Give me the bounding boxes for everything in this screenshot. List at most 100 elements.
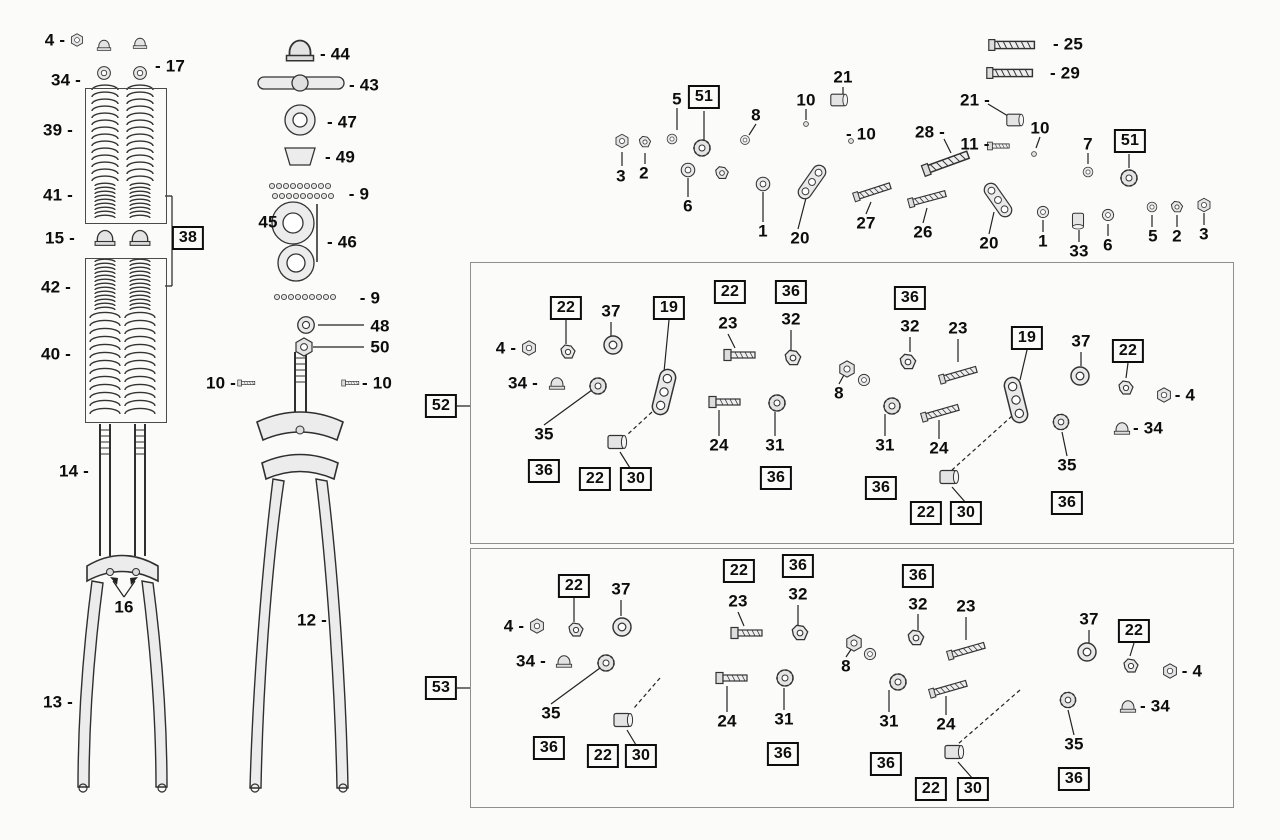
- spring-box-lower: [85, 258, 167, 423]
- part-label-36: 36: [759, 466, 793, 490]
- part-label-51: 51: [1113, 129, 1147, 153]
- part-label-37: 37: [1079, 609, 1099, 629]
- part-label-24: 24: [717, 711, 737, 731]
- bolt-part-icon: [341, 379, 360, 387]
- part-label-10: 10: [1030, 118, 1050, 138]
- part-label-33: 33: [1069, 241, 1089, 261]
- part-label-40: 40 -: [40, 344, 72, 364]
- part-label-30: 30: [624, 744, 658, 768]
- part-label-10: - 10: [361, 373, 393, 393]
- part-label-28: 28 -: [914, 122, 946, 142]
- part-label-36: 36: [532, 736, 566, 760]
- part-label-6: 6: [1103, 235, 1113, 255]
- part-label-50: 50: [370, 337, 390, 357]
- part-label-4: 4 -: [495, 338, 517, 358]
- part-label-8: 8: [841, 656, 851, 676]
- part-label-12: 12 -: [296, 610, 328, 630]
- part-label-21: 21: [833, 67, 853, 87]
- panel-53: [470, 548, 1234, 808]
- part-label-46: - 46: [326, 232, 358, 252]
- part-label-23: 23: [956, 596, 976, 616]
- washer-part-icon: [755, 176, 771, 192]
- part-label-19: 19: [652, 296, 686, 320]
- stud-part-icon: [852, 180, 893, 203]
- part-label-1: 1: [1038, 231, 1048, 251]
- part-label-2: 2: [639, 163, 649, 183]
- spring-box-upper: [85, 88, 167, 224]
- nut-part-icon: [70, 33, 84, 47]
- part-label-30: 30: [956, 777, 990, 801]
- part-label-30: 30: [949, 501, 983, 525]
- part-label-22: 22: [722, 559, 756, 583]
- part-label-42: 42 -: [40, 277, 72, 297]
- ballrow-part-icon: [268, 182, 332, 190]
- part-label-39: 39 -: [42, 120, 74, 140]
- part-label-32: 32: [900, 316, 920, 336]
- part-label-35: 35: [1064, 734, 1084, 754]
- part-label-49: - 49: [324, 147, 356, 167]
- nut-part-icon: [295, 337, 313, 357]
- part-label-21: 21 -: [959, 90, 991, 110]
- part-label-20: 20: [979, 233, 999, 253]
- part-label-36: 36: [1050, 491, 1084, 515]
- nut-part-icon: [1197, 197, 1211, 213]
- link-part-icon: [795, 162, 829, 202]
- part-label-34: 34 -: [50, 70, 82, 90]
- clip-part-icon: [1170, 200, 1184, 213]
- part-label-37: 37: [1071, 331, 1091, 351]
- part-label-4: - 4: [1181, 661, 1203, 681]
- part-label-31: 31: [879, 711, 899, 731]
- sleeve-part-icon: [1071, 212, 1085, 230]
- part-label-10: 10: [796, 90, 816, 110]
- part-label-8: 8: [834, 383, 844, 403]
- part-label-22: 22: [586, 744, 620, 768]
- bolt-part-icon: [237, 379, 256, 387]
- part-label-31: 31: [774, 709, 794, 729]
- part-label-35: 35: [1057, 455, 1077, 475]
- part-label-24: 24: [936, 714, 956, 734]
- part-label-44: - 44: [319, 44, 351, 64]
- part-label-25: - 25: [1052, 34, 1084, 54]
- part-label-35: 35: [541, 703, 561, 723]
- part-label-22: 22: [713, 280, 747, 304]
- part-label-41: 41 -: [42, 185, 74, 205]
- part-label-14: 14 -: [58, 461, 90, 481]
- part-label-22: 22: [914, 777, 948, 801]
- part-label-11: 11 -: [960, 134, 990, 154]
- part-label-37: 37: [611, 579, 631, 599]
- part-label-35: 35: [534, 424, 554, 444]
- washer-part-icon: [1082, 166, 1094, 178]
- bolt-part-icon: [987, 141, 1010, 151]
- nut-part-icon: [615, 133, 629, 149]
- part-label-22: 22: [549, 296, 583, 320]
- acorn-part-icon: [132, 37, 148, 49]
- knob-part-icon: [693, 139, 711, 157]
- part-label-32: 32: [781, 309, 801, 329]
- part-label-4: - 4: [1174, 385, 1196, 405]
- center-fork-artwork: [249, 352, 349, 793]
- part-label-5: 5: [1148, 226, 1158, 246]
- knob-part-icon: [1120, 169, 1138, 187]
- washer-part-icon: [666, 133, 678, 145]
- washer-part-icon: [297, 316, 315, 334]
- part-label-24: 24: [929, 438, 949, 458]
- stud-part-icon: [986, 66, 1034, 80]
- part-label-17: - 17: [154, 56, 186, 76]
- part-label-36: 36: [774, 280, 808, 304]
- part-label-1: 1: [758, 221, 768, 241]
- washer-part-icon: [740, 135, 750, 145]
- part-label-27: 27: [856, 213, 876, 233]
- clip-part-icon: [715, 166, 729, 179]
- part-label-13: 13 -: [42, 692, 74, 712]
- part-label-36: 36: [869, 752, 903, 776]
- clip-part-icon: [638, 135, 652, 148]
- part-label-8: 8: [751, 105, 761, 125]
- stud-part-icon: [988, 38, 1036, 52]
- ball-part-icon: [1031, 151, 1037, 157]
- part-label-4: 4 -: [44, 30, 66, 50]
- sleeve-part-icon: [1006, 113, 1025, 127]
- part-label-4: 4 -: [503, 616, 525, 636]
- link-part-icon: [981, 180, 1015, 220]
- part-label-30: 30: [619, 467, 653, 491]
- stud-part-icon: [906, 188, 948, 209]
